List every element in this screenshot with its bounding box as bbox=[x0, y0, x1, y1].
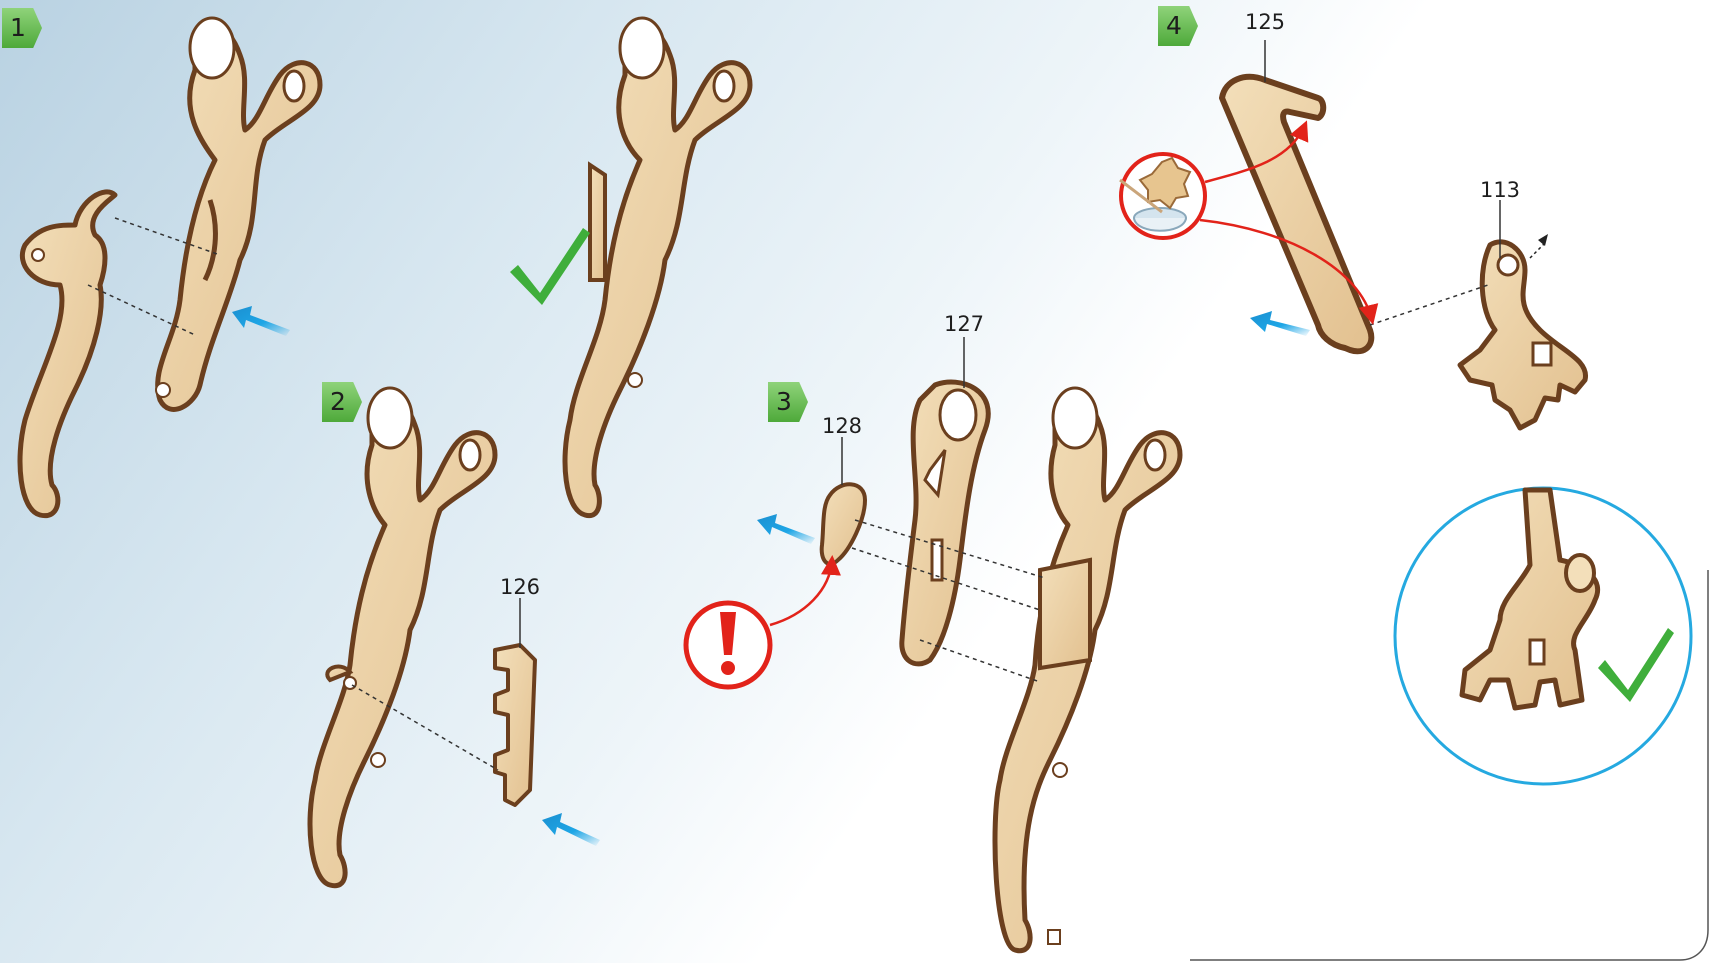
rotation-hint-head bbox=[1538, 234, 1548, 246]
step3-assembly bbox=[995, 388, 1180, 951]
step1-scissors-part bbox=[156, 18, 320, 409]
step-badge-3: 3 bbox=[768, 382, 808, 422]
step-badge-1: 1 bbox=[2, 8, 42, 48]
rotation-hint bbox=[1530, 243, 1545, 258]
part-label-128: 128 bbox=[822, 414, 862, 438]
blue-arrow-icon bbox=[757, 514, 815, 544]
part-label-113: 113 bbox=[1480, 178, 1520, 202]
part-128 bbox=[822, 484, 865, 564]
step4-result-detail bbox=[1395, 488, 1691, 784]
blue-arrow-icon bbox=[542, 813, 600, 846]
blue-arrow-icon bbox=[1250, 311, 1310, 336]
part-125 bbox=[1222, 77, 1371, 351]
part-126 bbox=[495, 645, 535, 805]
step-badge-4: 4 bbox=[1158, 6, 1198, 46]
green-check-icon bbox=[510, 228, 590, 305]
step1-result-assembly bbox=[565, 18, 750, 516]
warning-pointer bbox=[770, 560, 832, 625]
step-badge-2: 2 bbox=[322, 382, 362, 422]
step1-lever-part bbox=[20, 192, 115, 516]
warning-exclamation-icon bbox=[686, 603, 770, 687]
part-127 bbox=[902, 382, 988, 664]
part-label-127: 127 bbox=[944, 312, 984, 336]
step2-assembly bbox=[310, 388, 495, 886]
part-label-125: 125 bbox=[1245, 10, 1285, 34]
glue-icon bbox=[1120, 154, 1205, 238]
part-113 bbox=[1460, 242, 1586, 428]
step4-dashed-guides bbox=[1370, 285, 1488, 325]
part-label-126: 126 bbox=[500, 575, 540, 599]
blue-arrow-icon bbox=[232, 306, 290, 336]
